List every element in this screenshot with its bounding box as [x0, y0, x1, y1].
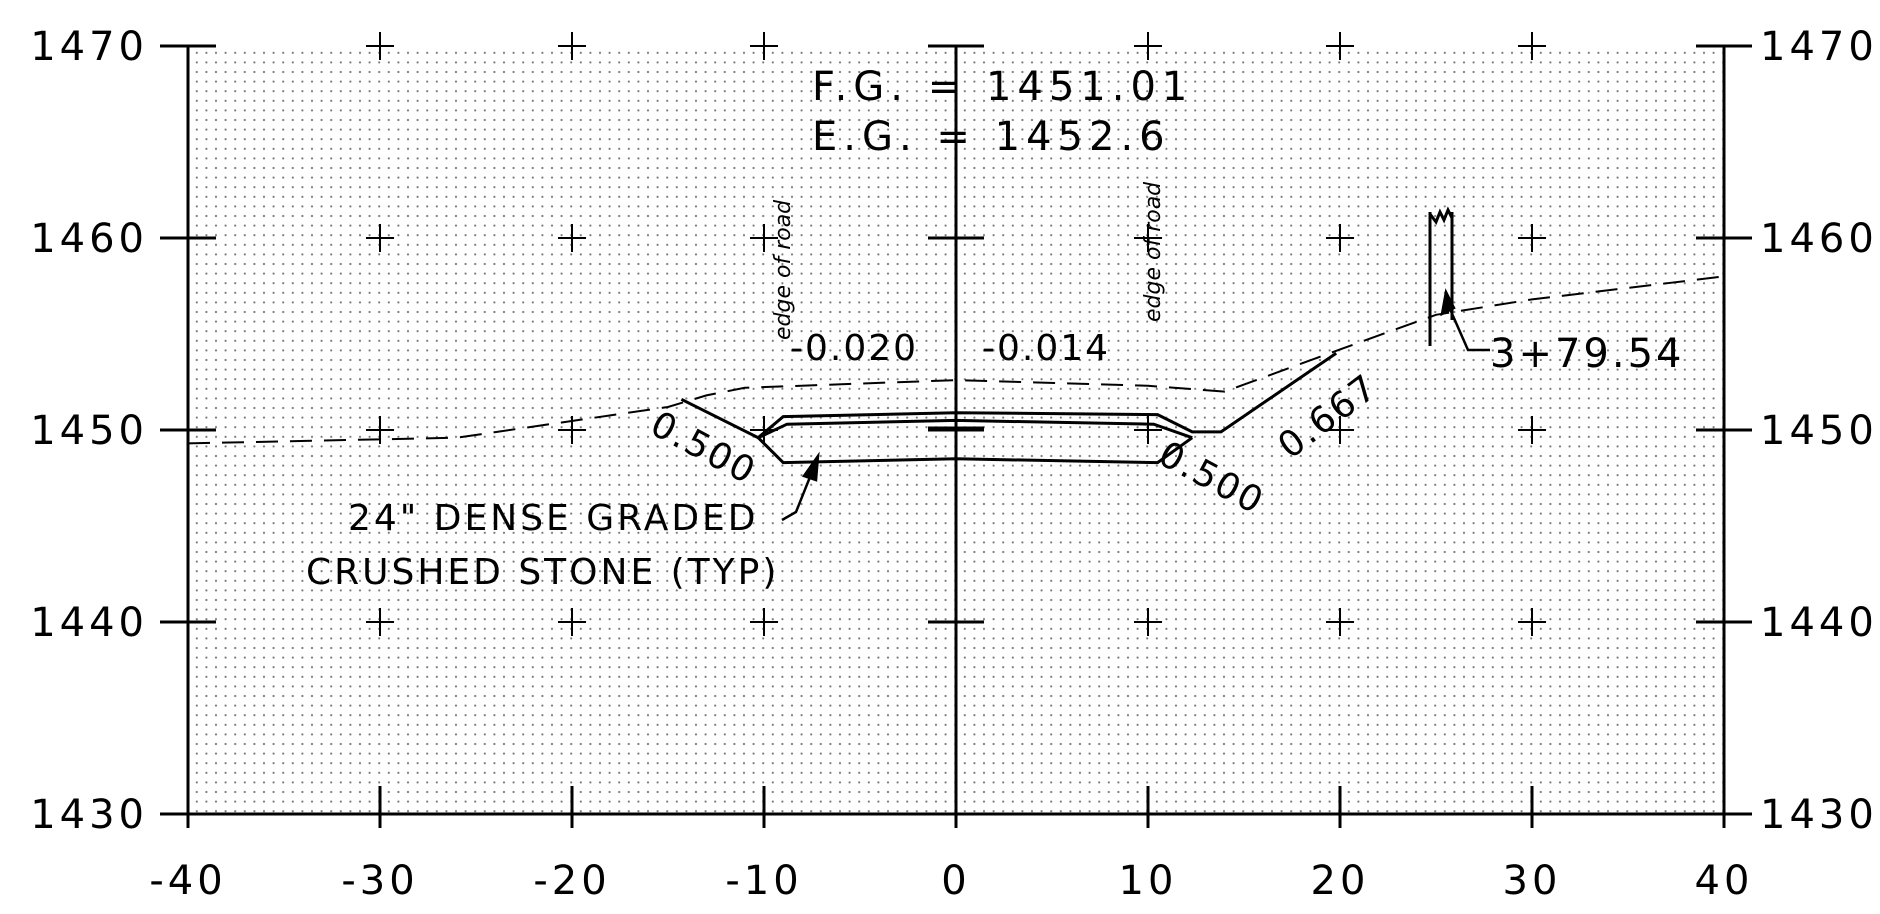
x-tick-label: 30 [1503, 858, 1562, 904]
y-tick-label-left: 1470 [30, 24, 148, 70]
x-tick-label: -40 [149, 858, 226, 904]
y-tick-label-left: 1430 [30, 792, 148, 838]
y-tick-label-right: 1470 [1760, 24, 1878, 70]
y-tick-label-right: 1430 [1760, 792, 1878, 838]
grid-crosses [366, 32, 1546, 636]
axis-ticks [160, 44, 1752, 828]
fg-label: F.G. = 1451.01 [812, 64, 1193, 110]
stone-note-line1: 24" DENSE GRADED [348, 498, 759, 539]
x-tick-label: 10 [1119, 858, 1178, 904]
x-tick-label: -30 [341, 858, 418, 904]
eg-label: E.G. = 1452.6 [812, 114, 1171, 160]
x-tick-label: -20 [533, 858, 610, 904]
edge-of-road-left: edge of road [771, 199, 796, 340]
edge-of-road-right: edge of road [1141, 181, 1166, 322]
x-tick-label: -10 [725, 858, 802, 904]
x-tick-label: 20 [1311, 858, 1370, 904]
y-axis-left-labels: 1430 1440 1450 1460 1470 [30, 24, 148, 838]
y-tick-label-right: 1460 [1760, 216, 1878, 262]
y-tick-label-left: 1460 [30, 216, 148, 262]
cross-slope-left: -0.020 [790, 328, 918, 369]
stone-note-line2: CRUSHED STONE (TYP) [306, 552, 779, 593]
y-tick-label-right: 1440 [1760, 600, 1878, 646]
x-axis-labels: -40 -30 -20 -10 0 10 20 30 40 [149, 858, 1754, 904]
leaders [781, 288, 1490, 522]
existing-ground-line [187, 275, 1725, 445]
stone-leader [781, 471, 814, 522]
station-leader-arrow [1440, 288, 1456, 317]
station-leader [1444, 299, 1490, 352]
x-tick-label: 0 [941, 858, 970, 904]
stone-leader-arrow [802, 451, 820, 482]
station-label: 3+79.54 [1490, 331, 1684, 377]
y-tick-label-left: 1450 [30, 408, 148, 454]
x-tick-label: 40 [1695, 858, 1754, 904]
y-axis-right-labels: 1430 1440 1450 1460 1470 [1760, 24, 1878, 838]
subgrade-line [757, 436, 1194, 465]
cross-slope-right: -0.014 [982, 328, 1110, 369]
y-tick-label-right: 1450 [1760, 408, 1878, 454]
y-tick-label-left: 1440 [30, 600, 148, 646]
base-course-line [757, 418, 1193, 440]
